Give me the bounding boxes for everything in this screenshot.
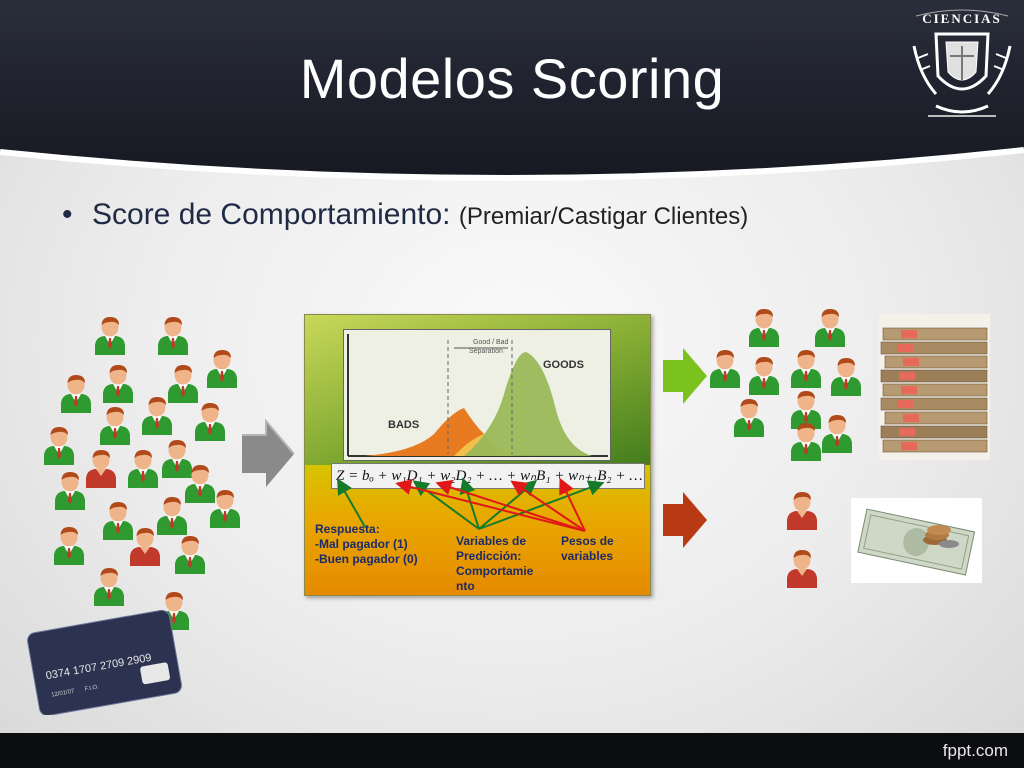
- good-customer-icon: [789, 348, 823, 388]
- score-distribution-graph: Good / Bad Separation GOODS BADS: [343, 329, 611, 461]
- good-customer-icon: [101, 363, 135, 403]
- good-customer-icon: [820, 413, 854, 453]
- good-customer-icon: [42, 425, 76, 465]
- bullet-point: • Score de Comportamiento: (Premiar/Casti…: [62, 198, 748, 232]
- good-customer-icon: [98, 405, 132, 445]
- bullet-main-text: Score de Comportamiento:: [92, 198, 451, 231]
- header-background: [0, 0, 1024, 182]
- good-customer-icon: [813, 307, 847, 347]
- bullet-dot: •: [62, 198, 73, 231]
- respuesta-line-2: -Buen pagador (0): [315, 552, 418, 566]
- gray-arrow-icon: [242, 419, 295, 487]
- red-arrow-icon: [663, 492, 707, 548]
- variables-label: Variables de Predicción: Comportamie nto: [456, 534, 533, 594]
- good-customer-icon: [59, 373, 93, 413]
- good-customer-icon: [208, 488, 242, 528]
- bullet-detail-text: (Premiar/Castigar Clientes): [458, 203, 749, 230]
- good-customer-icon: [829, 356, 863, 396]
- good-customer-icon: [747, 307, 781, 347]
- variables-line-4: nto: [456, 579, 475, 593]
- good-customer-icon: [747, 355, 781, 395]
- card-holder: F.I.O.: [84, 684, 99, 692]
- formula-pointer-arrows: [337, 477, 605, 532]
- good-customer-icon: [708, 348, 742, 388]
- header-band: Modelos Scoring: [0, 0, 1024, 200]
- good-customer-icon: [173, 534, 207, 574]
- good-customer-icon: [156, 315, 190, 355]
- credit-card-image: 0374 1707 2709 2909 12/01/07 F.I.O.: [27, 609, 182, 715]
- green-arrow-icon: [663, 348, 707, 404]
- respuesta-line-1: -Mal pagador (1): [315, 537, 408, 551]
- good-customer-icon: [92, 566, 126, 606]
- separation-label-1: Good / Bad: [473, 339, 509, 346]
- bads-label: BADS: [388, 419, 419, 431]
- dollar-bill-and-coins-image: [851, 498, 982, 583]
- good-customer-icon: [126, 448, 160, 488]
- pesos-line-2: variables: [561, 549, 614, 563]
- money-stack-image: [879, 314, 990, 460]
- good-customer-icon: [732, 397, 766, 437]
- good-customer-icon: [53, 470, 87, 510]
- bad-customer-icon: [785, 548, 819, 588]
- bad-customer-icon: [128, 526, 162, 566]
- bad-customer-icon: [785, 490, 819, 530]
- scoring-model-panel: Good / Bad Separation GOODS BADS Z = bₒ …: [304, 314, 651, 596]
- goods-label: GOODS: [543, 359, 584, 371]
- separation-label-2: Separation: [469, 348, 503, 355]
- good-customer-icon: [789, 421, 823, 461]
- good-customer-icon: [205, 348, 239, 388]
- slide-title: Modelos Scoring: [299, 47, 725, 110]
- bad-customer-icon: [84, 448, 118, 488]
- respuesta-title: Respuesta:: [315, 522, 380, 536]
- variables-line-1: Variables de: [456, 534, 527, 548]
- respuesta-label: Respuesta: -Mal pagador (1) -Buen pagado…: [315, 522, 418, 567]
- crest-text: CIENCIAS: [922, 11, 1002, 26]
- pesos-line-1: Pesos de: [561, 534, 614, 548]
- pesos-label: Pesos de variables: [561, 534, 614, 564]
- distribution-curves: Good / Bad Separation GOODS BADS: [344, 330, 610, 460]
- good-customer-icon: [52, 525, 86, 565]
- variables-line-3: Comportamie: [456, 564, 534, 578]
- footer-bar: fppt.com: [0, 733, 1024, 768]
- footer-brand: fppt.com: [942, 741, 1008, 760]
- good-customer-icon: [193, 401, 227, 441]
- good-customer-icon: [140, 395, 174, 435]
- card-expiry: 12/01/07: [51, 689, 76, 699]
- variables-line-2: Predicción:: [456, 549, 522, 563]
- good-customer-icon: [93, 315, 127, 355]
- unam-ciencias-crest-icon: CIENCIAS: [912, 9, 1012, 117]
